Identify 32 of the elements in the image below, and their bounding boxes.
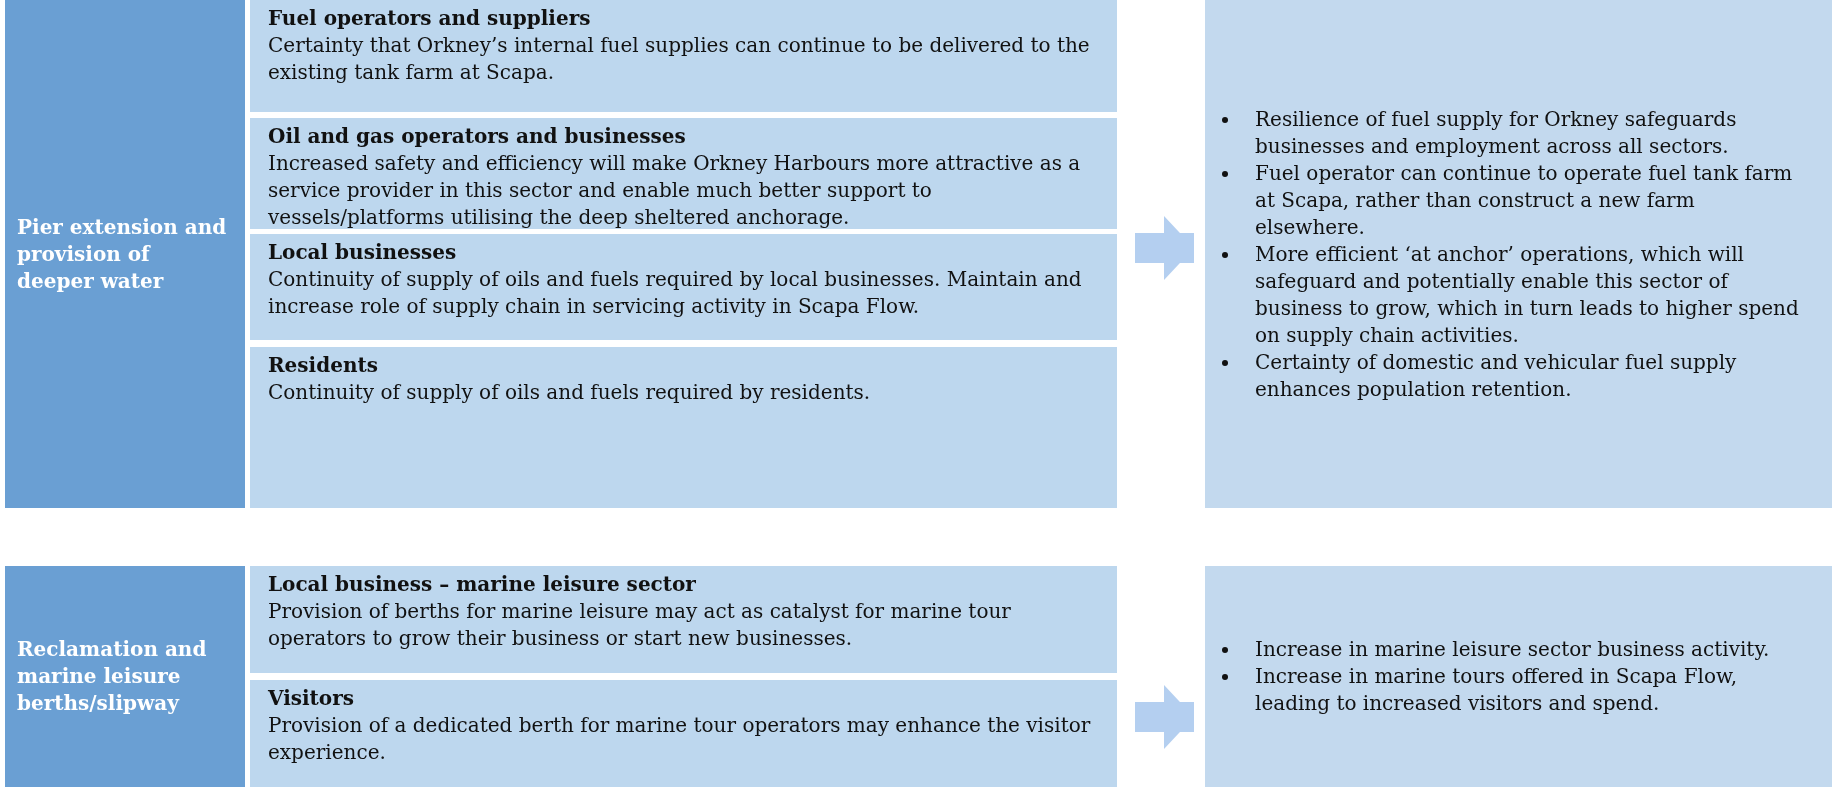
stakeholder-box <box>250 0 1117 112</box>
bullet-text: Certainty of domestic and vehicular fuel supply enhances population retention. <box>1255 349 1737 401</box>
category-box <box>5 0 245 508</box>
stakeholder-box <box>250 118 1117 229</box>
box-text: Continuity of supply of oils and fuels required by local businesses. Maintain and increase role of supply chain in servicing activity in Scapa Flow. <box>268 266 1083 320</box>
block-arrow <box>1135 685 1194 749</box>
bullet-text: Resilience of fuel supply for Orkney safeguards businesses and employment across all sectors. <box>1255 106 1737 158</box>
stakeholder-box <box>250 234 1117 340</box>
box-heading: Local business – marine leisure sector <box>268 571 697 598</box>
box-heading: Residents <box>268 352 379 379</box>
box-heading: Local businesses <box>268 239 458 266</box>
box-text: Provision of berths for marine leisure may act as catalyst for marine tour operators to grow their business or start new businesses. <box>268 598 1012 652</box>
stakeholder-box <box>250 566 1117 673</box>
block-arrow <box>1135 216 1194 280</box>
bullet-text: More efficient ‘at anchor’ operations, which will safeguard and potentially enable this sector of business to grow, which in turn leads to higher spend on supply chain activities. <box>1255 241 1799 347</box>
stakeholder-box <box>250 347 1117 508</box>
box-text: Certainty that Orkney’s internal fuel supplies can continue to be delivered to the existing tank farm at Scapa. <box>268 32 1091 86</box>
box-heading: Visitors <box>268 685 355 712</box>
stakeholder-box <box>250 680 1117 787</box>
bullet-text: Increase in marine tours offered in Scapa Flow, leading to increased visitors and spend. <box>1255 664 1738 715</box>
box-text: Increased safety and efficiency will make Orkney Harbours more attractive as a service provider in this sector and enable much better support to vessels/platforms utilising the deep sheltered anchorage. <box>268 150 1082 231</box>
outcome-box <box>1205 0 1832 508</box>
box-heading: Fuel operators and suppliers <box>268 5 592 32</box>
category-label: Pier extension and provision of deeper water <box>17 213 228 295</box>
box-text: Continuity of supply of oils and fuels required by residents. <box>268 379 872 406</box>
box-text: Provision of a dedicated berth for marine tour operators may enhance the visitor experience. <box>268 712 1092 766</box>
bullet-text: Increase in marine leisure sector business activity. <box>1255 637 1770 661</box>
category-box <box>5 566 245 787</box>
outcome-box <box>1205 566 1832 787</box>
box-heading: Oil and gas operators and businesses <box>268 123 687 150</box>
bullet-text: Fuel operator can continue to operate fuel tank farm at Scapa, rather than construct a new farm elsewhere. <box>1255 160 1793 239</box>
category-label: Reclamation and marine leisure berths/slipway <box>17 636 208 717</box>
